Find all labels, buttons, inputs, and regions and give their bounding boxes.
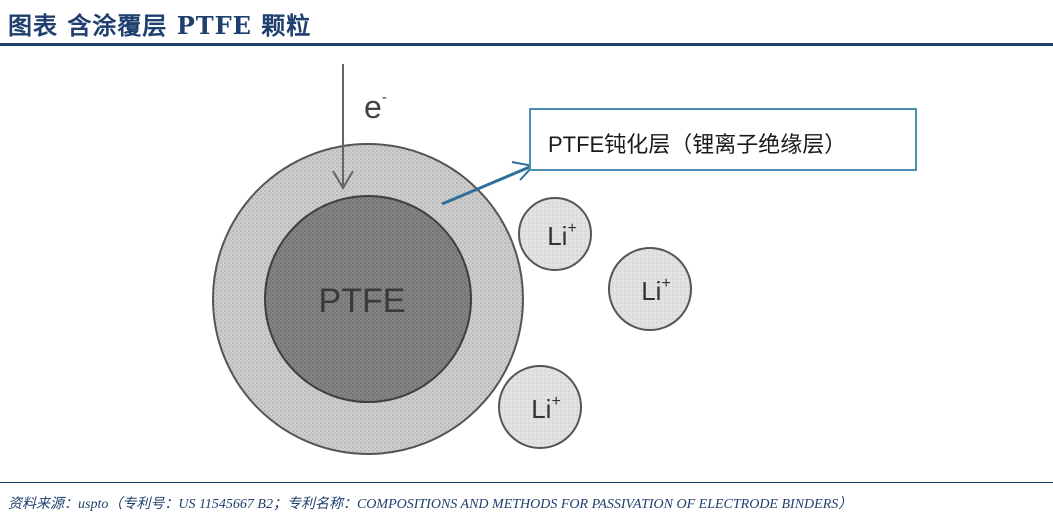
li-ion: Li+ (498, 365, 582, 449)
ptfe-core (264, 195, 472, 403)
electron-arrowhead (332, 170, 354, 190)
callout-box (529, 108, 917, 171)
li-ion: Li+ (608, 247, 692, 331)
svg-text:Li+: Li+ (547, 220, 577, 251)
svg-text:Li+: Li+ (531, 393, 561, 424)
source-footer: 资料来源：uspto（专利号：US 11545667 B2；专利名称：COMPO… (0, 482, 1053, 521)
page-title: 图表 含涂覆层 PTFE 颗粒 (8, 11, 312, 40)
title-bar: 图表 含涂覆层 PTFE 颗粒 (0, 0, 1053, 46)
li-ion: Li+ (518, 197, 592, 271)
ptfe-particle-diagram: PTFE e- PTFE钝化层（锂离子绝缘层） Li+ Li+ Li+ (212, 64, 917, 455)
svg-text:Li+: Li+ (641, 275, 671, 306)
source-note: 资料来源：uspto（专利号：US 11545667 B2；专利名称：COMPO… (8, 497, 853, 512)
core-label: PTFE (319, 282, 406, 320)
electron-label: e- (364, 89, 387, 125)
callout-arrow (441, 164, 533, 206)
callout-label: PTFE钝化层（锂离子绝缘层） (548, 132, 846, 157)
